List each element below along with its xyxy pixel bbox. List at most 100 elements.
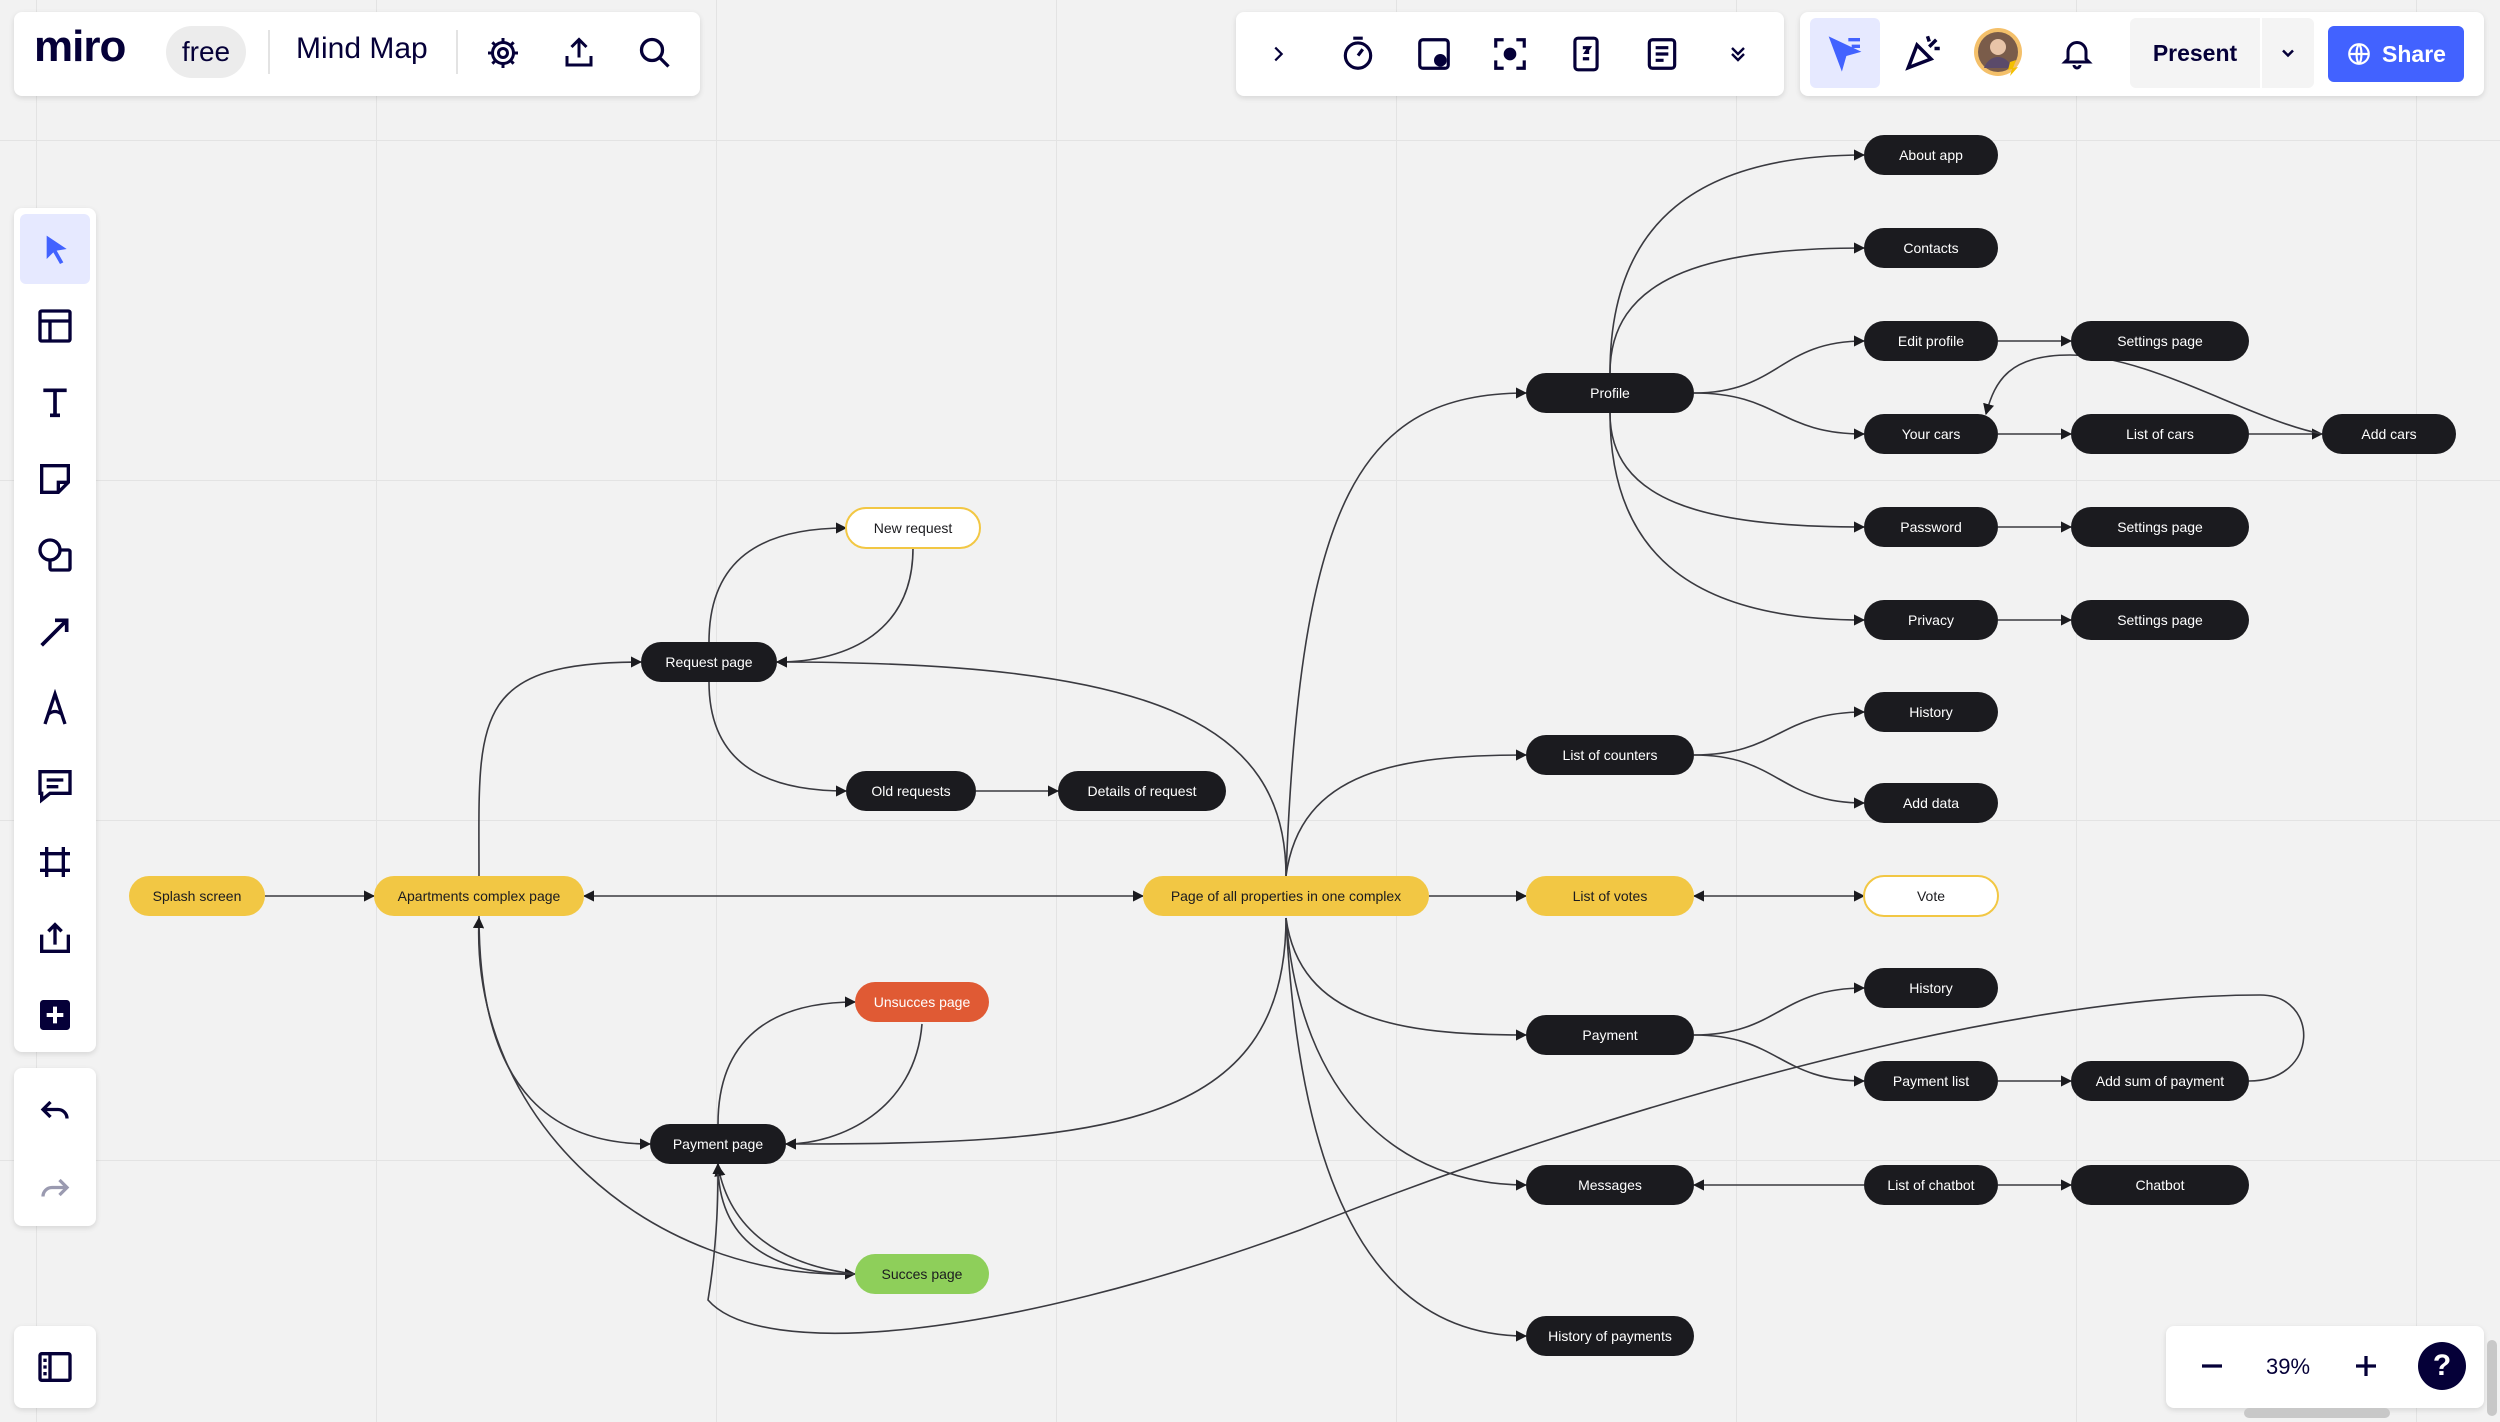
text-icon[interactable] <box>20 367 90 437</box>
node-payment[interactable]: Payment <box>1526 1015 1694 1055</box>
node-splash[interactable]: Splash screen <box>129 876 265 916</box>
node-settings2[interactable]: Settings page <box>2071 507 2249 547</box>
node-newreq[interactable]: New request <box>845 507 981 549</box>
avatar[interactable] <box>1972 26 2024 78</box>
node-apartments[interactable]: Apartments complex page <box>374 876 584 916</box>
node-shape[interactable] <box>1864 692 1998 732</box>
node-adddata[interactable]: Add data <box>1864 783 1998 823</box>
connector-allprops-to-payment[interactable] <box>1285 917 1528 1041</box>
connector-reqpage-to-newreq[interactable] <box>708 522 848 643</box>
connector-allprops-to-counters[interactable] <box>1285 749 1528 877</box>
node-allprops[interactable]: Page of all properties in one complex <box>1143 876 1429 916</box>
node-history1[interactable]: History <box>1864 692 1998 732</box>
celebrate-icon[interactable] <box>1896 24 1952 80</box>
node-addsum[interactable]: Add sum of payment <box>2071 1061 2249 1101</box>
node-contacts[interactable]: Contacts <box>1864 228 1998 268</box>
notes-icon[interactable] <box>1638 30 1686 78</box>
shapes-icon[interactable] <box>20 520 90 590</box>
node-password[interactable]: Password <box>1864 507 1998 547</box>
connector-profile-to-privacy[interactable] <box>1609 412 1866 626</box>
card-icon[interactable] <box>1410 30 1458 78</box>
node-shape[interactable] <box>641 642 777 682</box>
node-shape[interactable] <box>1526 876 1694 916</box>
connection-line-icon[interactable] <box>20 597 90 667</box>
redo-icon[interactable] <box>30 1164 80 1214</box>
board-title[interactable]: Mind Map <box>296 32 428 65</box>
node-addcars[interactable]: Add cars <box>2322 414 2456 454</box>
export-icon[interactable] <box>556 30 602 76</box>
connector-profile-to-about[interactable] <box>1609 149 1866 374</box>
connector-reqpage-to-oldreq[interactable] <box>708 681 848 797</box>
node-shape[interactable] <box>1526 1015 1694 1055</box>
node-counters[interactable]: List of counters <box>1526 735 1694 775</box>
node-chatlist[interactable]: List of chatbot <box>1864 1165 1998 1205</box>
node-messages[interactable]: Messages <box>1526 1165 1694 1205</box>
node-shape[interactable] <box>1864 600 1998 640</box>
select-icon[interactable] <box>20 214 90 284</box>
node-histpay[interactable]: History of payments <box>1526 1316 1694 1356</box>
node-shape[interactable] <box>1864 1061 1998 1101</box>
connector-payment-to-history2[interactable] <box>1693 982 1866 1036</box>
node-yourcars[interactable]: Your cars <box>1864 414 1998 454</box>
node-shape[interactable] <box>2071 321 2249 361</box>
more-apps-icon[interactable] <box>20 980 90 1050</box>
node-shape[interactable] <box>855 1254 989 1294</box>
node-votes[interactable]: List of votes <box>1526 876 1694 916</box>
connector-allprops-to-profile[interactable] <box>1285 387 1528 877</box>
connector-succ-to-apartments[interactable] <box>472 916 856 1275</box>
gear-icon[interactable] <box>480 30 526 76</box>
upload-icon[interactable] <box>20 903 90 973</box>
node-vote[interactable]: Vote <box>1863 875 1999 917</box>
frames-list-icon[interactable] <box>30 1342 80 1392</box>
node-editprof[interactable]: Edit profile <box>1864 321 1998 361</box>
node-shape[interactable] <box>1864 507 1998 547</box>
connector-profile-to-yourcars[interactable] <box>1693 392 1866 440</box>
node-shape[interactable] <box>1058 771 1226 811</box>
connector-paypage-to-succ[interactable] <box>717 1163 857 1280</box>
node-shape[interactable] <box>2071 507 2249 547</box>
node-settings1[interactable]: Settings page <box>2071 321 2249 361</box>
node-chatbot[interactable]: Chatbot <box>2071 1165 2249 1205</box>
connector-apartments-to-paypage[interactable] <box>478 915 652 1150</box>
timer-icon[interactable] <box>1334 30 1382 78</box>
zoom-in-icon[interactable] <box>2342 1342 2390 1390</box>
node-shape[interactable] <box>1864 228 1998 268</box>
node-paypage[interactable]: Payment page <box>650 1124 786 1164</box>
reactions-filter-icon[interactable] <box>1810 18 1880 88</box>
node-shape[interactable] <box>1864 783 1998 823</box>
share-button[interactable]: Share <box>2328 26 2464 82</box>
node-shape[interactable] <box>650 1124 786 1164</box>
undo-icon[interactable] <box>30 1086 80 1136</box>
node-about[interactable]: About app <box>1864 135 1998 175</box>
templates-icon[interactable] <box>20 291 90 361</box>
node-shape[interactable] <box>1864 1165 1998 1205</box>
node-privacy[interactable]: Privacy <box>1864 600 1998 640</box>
search-icon[interactable] <box>632 30 678 76</box>
connector-newreq-to-reqpage[interactable] <box>775 547 914 668</box>
connector-profile-to-editprof[interactable] <box>1693 335 1866 394</box>
node-shape[interactable] <box>2322 414 2456 454</box>
connector-payment-to-paylist[interactable] <box>1693 1034 1866 1087</box>
expand-chevron-icon[interactable] <box>1256 32 1300 76</box>
node-shape[interactable] <box>1864 414 1998 454</box>
connector-profile-to-password[interactable] <box>1609 412 1866 533</box>
node-shape[interactable] <box>855 982 989 1022</box>
connector-allprops-to-reqpage[interactable] <box>775 656 1287 877</box>
node-details[interactable]: Details of request <box>1058 771 1226 811</box>
node-settings3[interactable]: Settings page <box>2071 600 2249 640</box>
sticky-note-icon[interactable] <box>20 444 90 514</box>
node-paylist[interactable]: Payment list <box>1864 1061 1998 1101</box>
node-succ[interactable]: Succes page <box>855 1254 989 1294</box>
connector-counters-to-history1[interactable] <box>1693 706 1866 756</box>
comment-icon[interactable] <box>20 750 90 820</box>
miro-logo[interactable]: miro <box>34 22 126 71</box>
node-shape[interactable] <box>1863 875 1999 917</box>
node-unsucc[interactable]: Unsucces page <box>855 982 989 1022</box>
node-oldreq[interactable]: Old requests <box>846 771 976 811</box>
double-chevron-down-icon[interactable] <box>1716 32 1760 76</box>
present-options-button[interactable] <box>2262 18 2314 88</box>
node-shape[interactable] <box>1864 968 1998 1008</box>
zoom-level[interactable]: 39% <box>2265 1354 2311 1379</box>
connector-succ-to-paypage[interactable] <box>714 1164 856 1275</box>
